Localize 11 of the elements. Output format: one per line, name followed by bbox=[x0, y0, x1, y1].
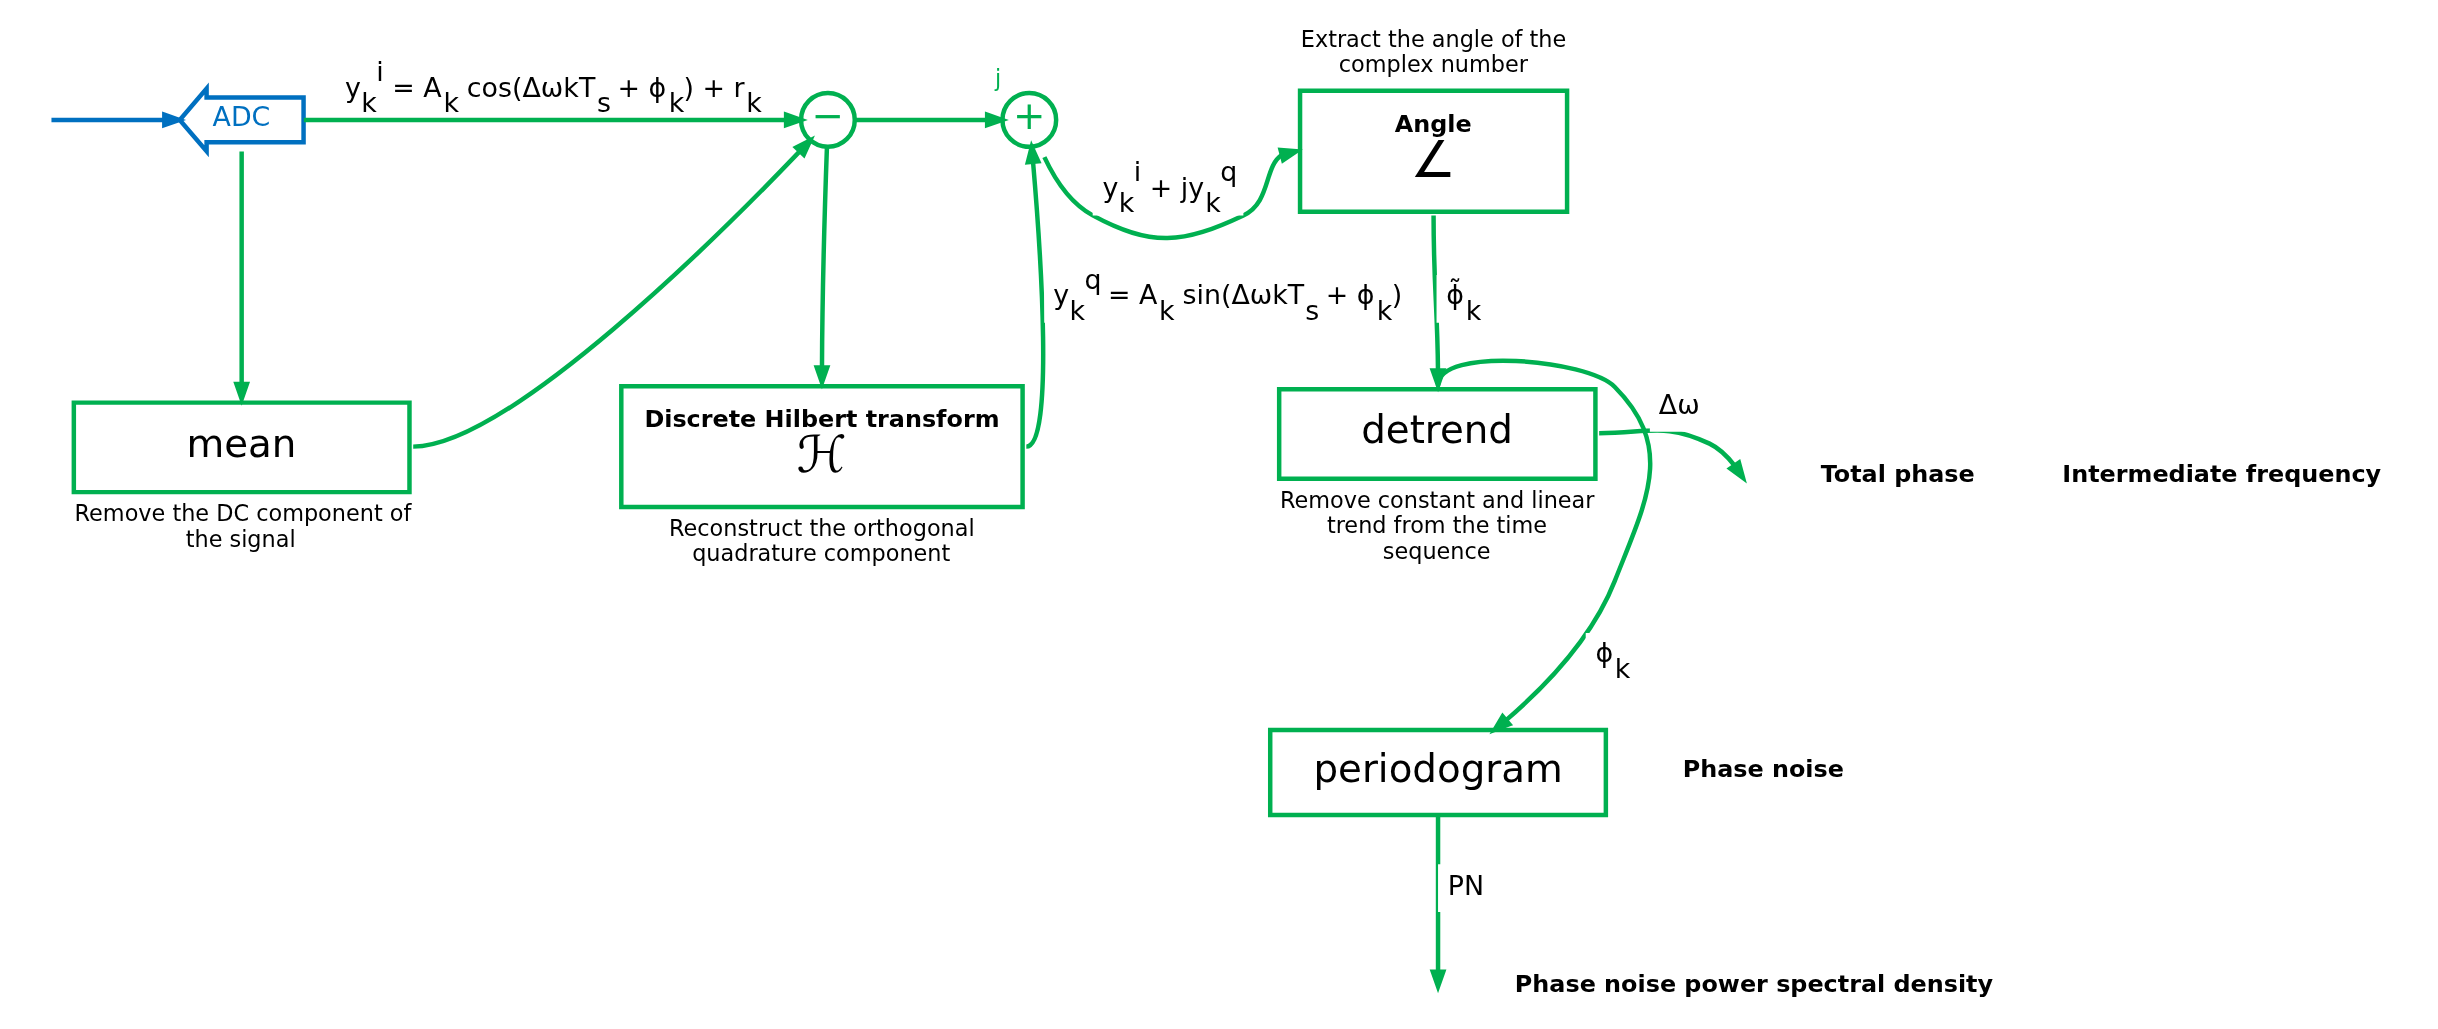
edge-label: PN bbox=[1447, 869, 1484, 901]
node-label: Extract the angle of the complex number bbox=[1300, 25, 1566, 78]
edge-label: Δω bbox=[1658, 389, 1700, 421]
node-label: Remove constant and linear trend from the time sequence bbox=[1279, 486, 1594, 564]
label: Total phase bbox=[1820, 460, 1975, 489]
label: Phase noise power spectral density bbox=[1514, 970, 1993, 999]
node-label: Remove the DC component of the signal bbox=[74, 500, 411, 552]
node-label: Reconstruct the orthogonal quadrature component bbox=[668, 515, 975, 567]
label: Intermediate frequency bbox=[2061, 460, 2381, 489]
node-label: j bbox=[994, 64, 1001, 91]
label: Phase noise bbox=[1682, 754, 1844, 783]
